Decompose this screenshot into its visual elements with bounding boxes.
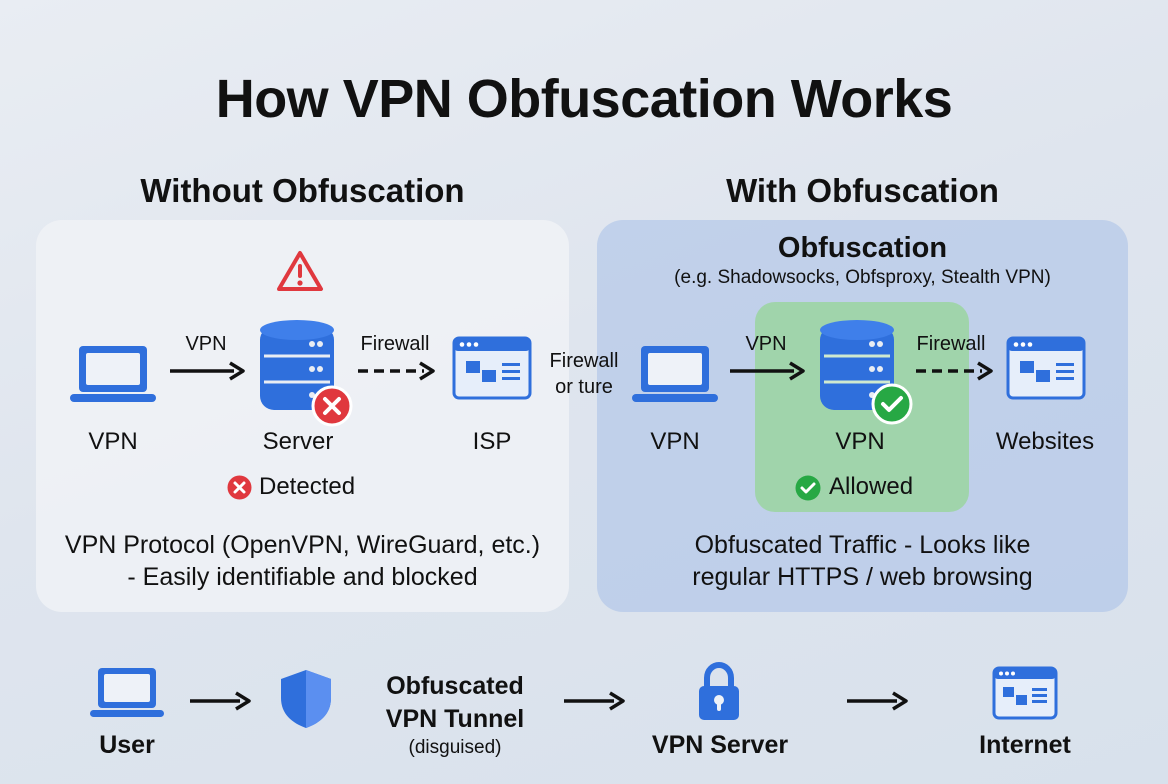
flow-tunnel-note: (disguised) xyxy=(408,737,502,758)
left-server-label: Server xyxy=(262,428,334,455)
left-arrow-firewall-label: Firewall xyxy=(360,333,430,355)
arrow-right-icon xyxy=(845,690,909,712)
blocked-x-icon xyxy=(311,385,353,427)
lock-icon xyxy=(696,662,742,722)
laptop-icon xyxy=(632,344,718,404)
right-description-line1: Obfuscated Traffic - Looks like xyxy=(694,531,1031,559)
left-arrow-vpn-label: VPN xyxy=(185,333,227,355)
right-description: Obfuscated Traffic - Looks like regular … xyxy=(597,529,1128,593)
arrow-right-icon xyxy=(188,690,252,712)
laptop-icon xyxy=(70,344,156,404)
right-description-line2: regular HTTPS / web browsing xyxy=(692,563,1033,591)
dashed-arrow-right-icon xyxy=(914,360,994,382)
flow-vpn-server-label: VPN Server xyxy=(651,731,789,759)
middle-firewall-note: Firewall or ture xyxy=(532,348,636,400)
user-laptop-icon xyxy=(90,666,164,720)
obfuscation-examples: (e.g. Shadowsocks, Obfsproxy, Stealth VP… xyxy=(674,267,1051,288)
middle-firewall-line2: or ture xyxy=(555,376,613,398)
right-arrow-vpn-label: VPN xyxy=(745,333,787,355)
flow-tunnel-line1: Obfuscated xyxy=(386,672,524,700)
flow-user-label: User xyxy=(99,731,155,759)
browser-window-icon xyxy=(1006,336,1086,400)
left-vpn-label: VPN xyxy=(88,428,138,455)
left-description: VPN Protocol (OpenVPN, WireGuard, etc.) … xyxy=(36,529,569,593)
arrow-right-icon xyxy=(562,690,626,712)
flow-tunnel-text: Obfuscated VPN Tunnel (disguised) xyxy=(370,670,540,760)
arrow-right-icon xyxy=(728,360,806,382)
right-vpn-label: VPN xyxy=(650,428,700,455)
server-database-icon xyxy=(258,318,340,414)
flow-internet-label: Internet xyxy=(979,731,1071,759)
left-description-line1: VPN Protocol (OpenVPN, WireGuard, etc.) xyxy=(64,531,541,559)
right-arrow-firewall-label: Firewall xyxy=(916,333,986,355)
internet-browser-icon xyxy=(992,666,1058,720)
browser-window-icon xyxy=(452,336,532,400)
obfuscation-subheading: Obfuscation xyxy=(777,232,948,264)
dashed-arrow-right-icon xyxy=(356,360,436,382)
arrow-right-icon xyxy=(168,360,246,382)
flow-tunnel-line2: VPN Tunnel xyxy=(385,705,525,733)
page-title: How VPN Obfuscation Works xyxy=(215,69,953,129)
shield-icon xyxy=(278,668,334,730)
without-obfuscation-heading: Without Obfuscation xyxy=(140,172,465,209)
allowed-label: Allowed xyxy=(829,473,914,500)
with-obfuscation-heading: With Obfuscation xyxy=(726,172,999,209)
middle-firewall-line1: Firewall xyxy=(549,350,619,372)
left-isp-label: ISP xyxy=(472,428,512,455)
warning-icon xyxy=(276,250,324,292)
server-database-icon xyxy=(818,318,900,414)
without-obfuscation-panel xyxy=(36,220,569,612)
detected-label: Detected xyxy=(259,473,356,500)
right-vpn-server-label: VPN xyxy=(835,428,885,455)
allowed-check-icon xyxy=(871,383,913,425)
right-websites-label: Websites xyxy=(995,428,1095,455)
allowed-status-check-icon xyxy=(795,475,821,501)
left-description-line2: - Easily identifiable and blocked xyxy=(127,563,478,591)
detected-x-icon xyxy=(227,475,252,500)
